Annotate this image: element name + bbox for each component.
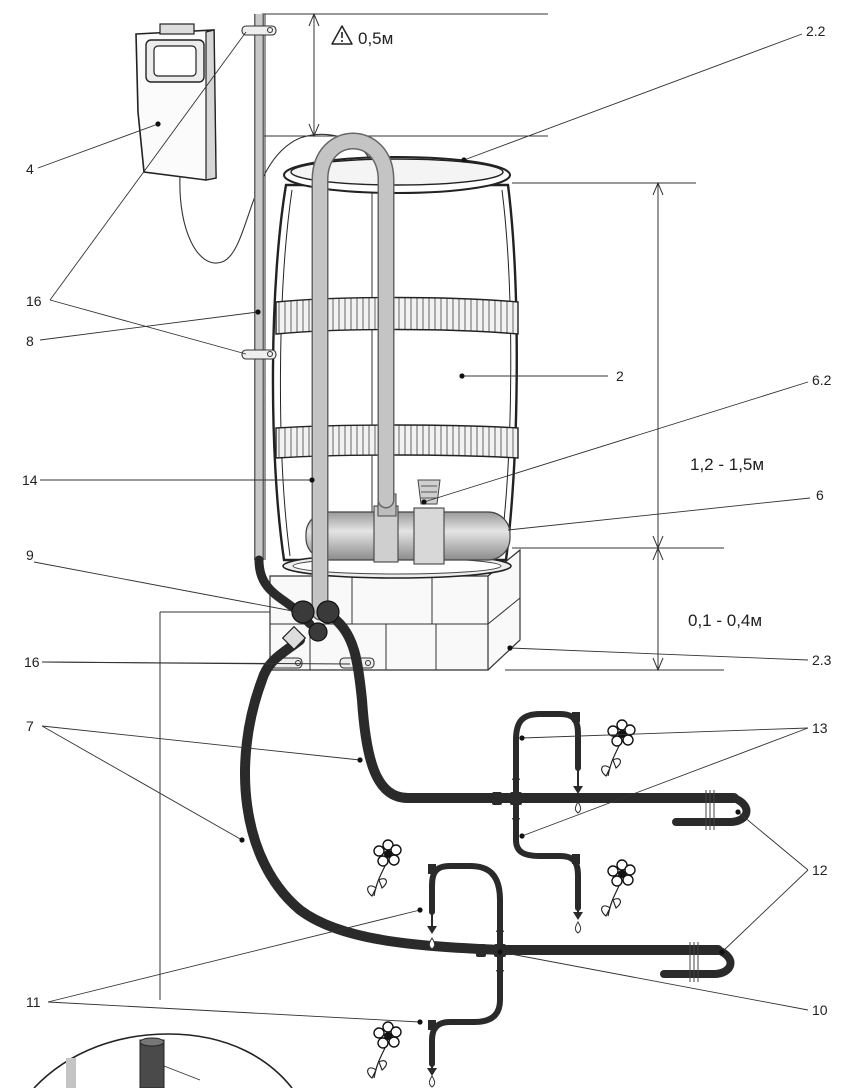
connector <box>281 600 340 651</box>
barrel <box>271 156 519 562</box>
label-end-plugs: 12 <box>812 862 828 878</box>
dimension-lines <box>505 181 724 672</box>
gray-tubes <box>254 14 395 621</box>
label-suction-tube: 14 <box>22 472 38 488</box>
barrel-height-label: 1,2 - 1,5м <box>690 455 764 474</box>
top-clearance-label: 0,5м <box>358 29 393 48</box>
label-barrel: 2 <box>616 368 624 384</box>
flower-icon <box>600 719 636 777</box>
label-barrel-rim: 2.2 <box>806 23 826 39</box>
label-pump: 6 <box>816 487 824 503</box>
drippers <box>427 768 583 1088</box>
label-controller: 4 <box>26 161 34 177</box>
label-distribution-hose: 7 <box>26 718 34 734</box>
coils <box>689 790 715 982</box>
label-tee: 10 <box>812 1002 828 1018</box>
flower-icon <box>600 859 636 917</box>
label-connector: 9 <box>26 547 34 563</box>
label-stand: 2.3 <box>812 652 832 668</box>
flower-icon <box>366 839 402 897</box>
controller-unit <box>135 23 371 264</box>
label-feed-tube: 8 <box>26 333 34 349</box>
stand-height-label: 0,1 - 0,4м <box>688 611 762 630</box>
pump <box>305 479 511 565</box>
fittings <box>428 712 580 1030</box>
leader-lines <box>33 31 811 1025</box>
label-clips-upper: 16 <box>26 293 42 309</box>
detail-inset <box>33 1033 293 1088</box>
warning-icon <box>331 25 353 45</box>
label-drippers: 13 <box>812 720 828 736</box>
label-clips-lower: 16 <box>24 654 40 670</box>
flower-icon <box>366 1021 402 1079</box>
label-pump-outlet: 6.2 <box>812 372 832 388</box>
top-reference-lines <box>262 12 548 138</box>
label-spikes: 11 <box>26 994 41 1010</box>
